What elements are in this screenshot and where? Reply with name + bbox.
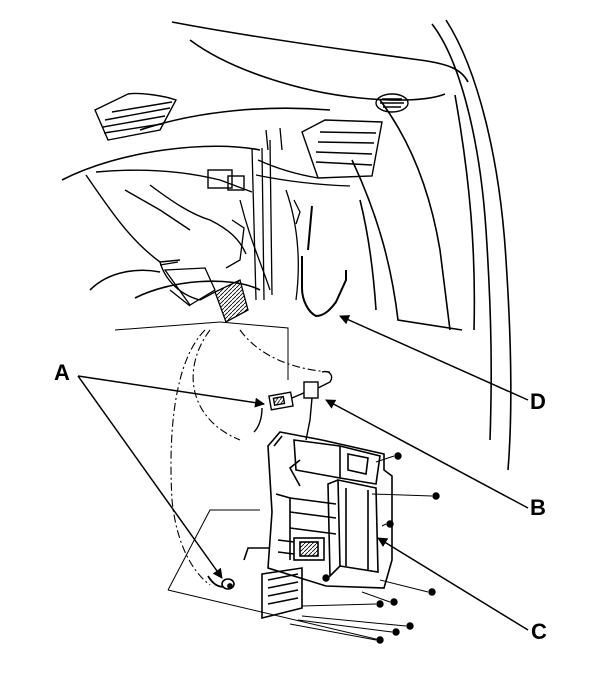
control-unit-assembly bbox=[207, 431, 393, 620]
right-air-vent bbox=[301, 93, 409, 179]
bolt-leader-lines bbox=[289, 455, 433, 641]
bolt-icon bbox=[227, 452, 440, 644]
callout-c: C bbox=[531, 619, 547, 644]
left-air-vent bbox=[94, 92, 177, 141]
component-d-loop bbox=[301, 205, 347, 318]
callout-a: A bbox=[54, 360, 70, 385]
arrow-icon bbox=[77, 315, 529, 631]
projection-lines bbox=[114, 321, 381, 641]
connector-block bbox=[159, 261, 249, 323]
callout-d: D bbox=[530, 389, 546, 414]
harness-connector bbox=[253, 370, 333, 441]
under-dash-opening bbox=[85, 169, 253, 301]
extension-lines bbox=[170, 329, 331, 586]
callout-b: B bbox=[530, 495, 546, 520]
wire-harness bbox=[225, 127, 351, 301]
